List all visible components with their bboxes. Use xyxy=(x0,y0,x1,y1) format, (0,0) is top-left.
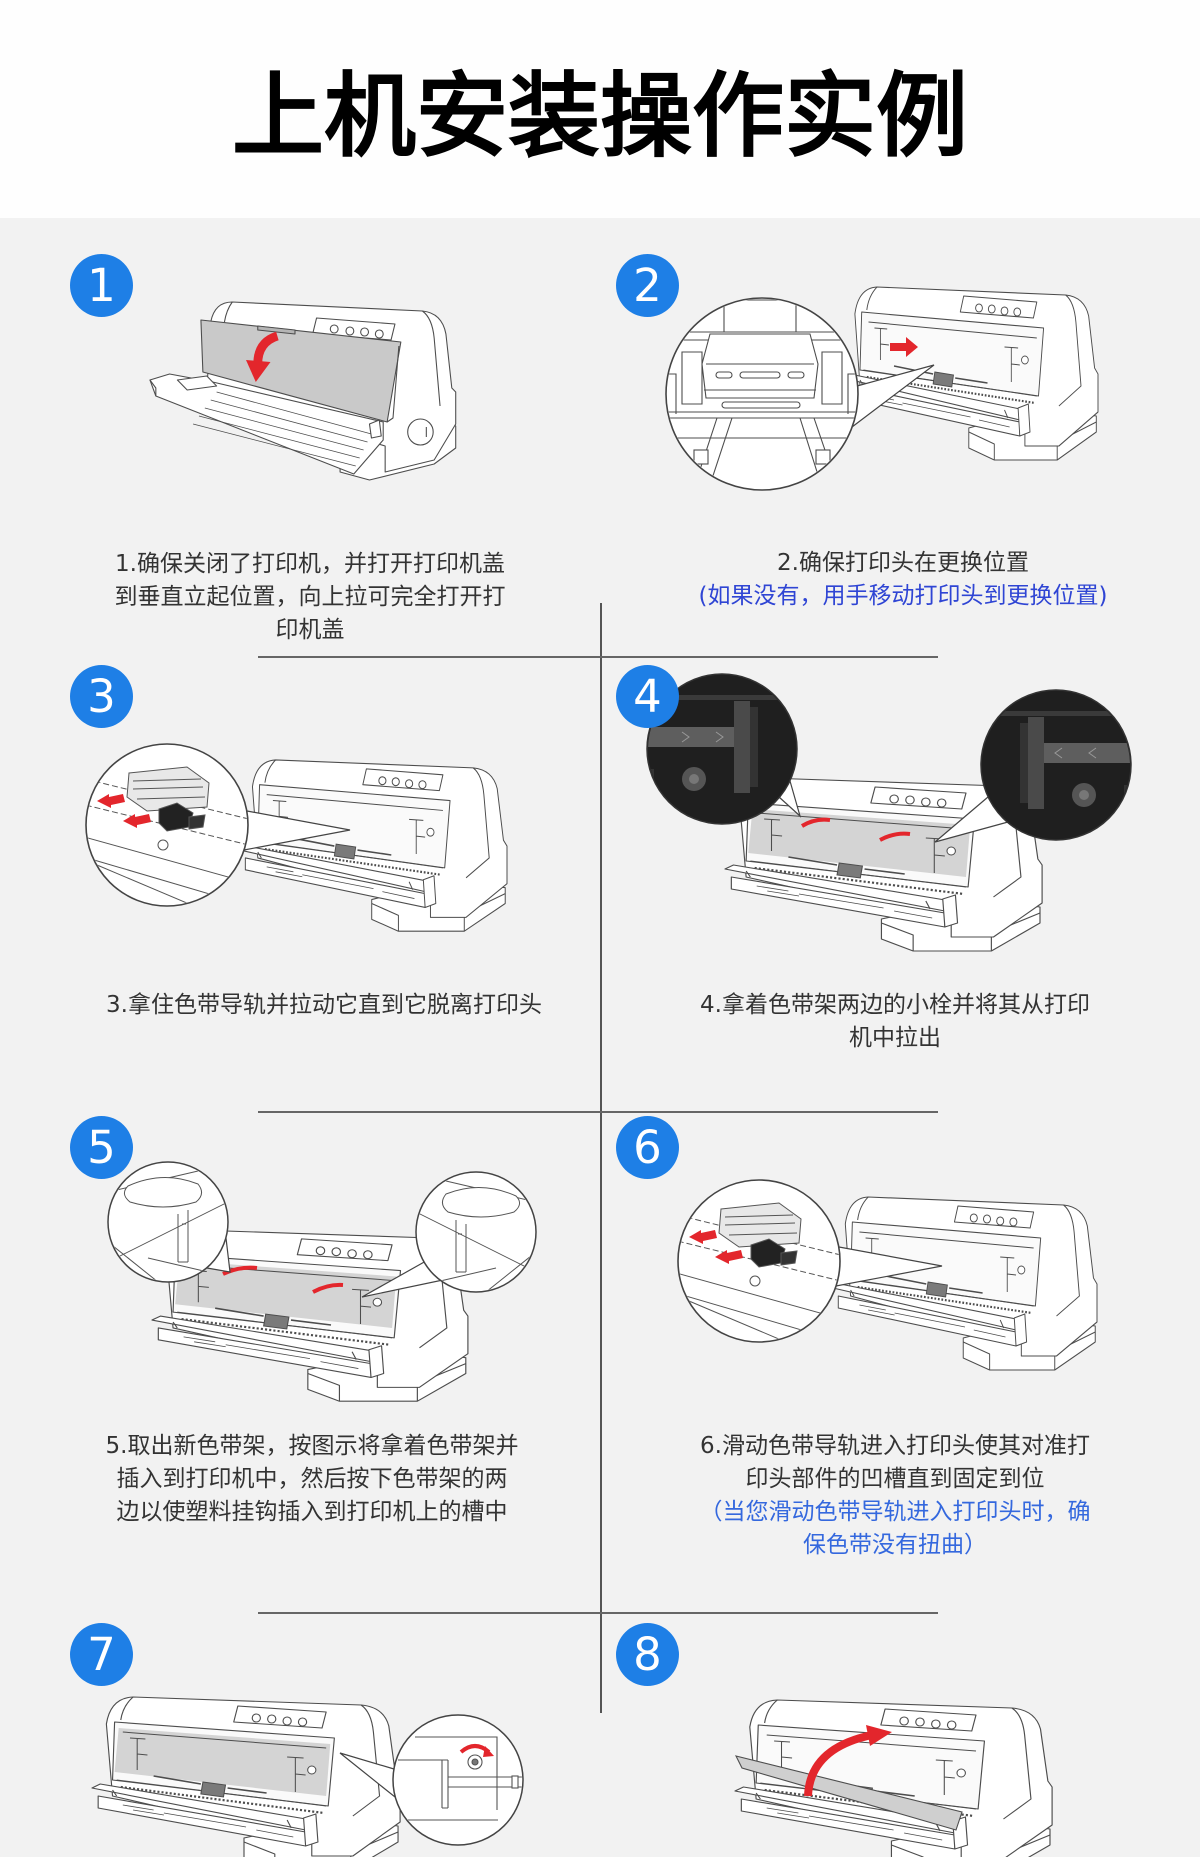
step-1-description: 1.确保关闭了打印机，并打开打印机盖 到垂直立起位置，向上拉可完全打开打 印机盖 xyxy=(60,548,560,647)
row-divider-3 xyxy=(258,1612,938,1614)
step-5-illustration xyxy=(108,1162,536,1402)
red-mark-left xyxy=(800,817,831,828)
vertical-divider xyxy=(600,603,602,1713)
print-head-magnifier-icon xyxy=(662,298,862,494)
step-badge-4: 4 xyxy=(616,665,679,728)
red-mark-left xyxy=(222,1265,258,1276)
step-1-line: 1.确保关闭了打印机，并打开打印机盖 xyxy=(115,551,505,577)
row-divider-1 xyxy=(258,656,938,658)
step-5-description: 5.取出新色带架，按图示将拿着色带架并 插入到打印机中，然后按下色带架的两 边以… xyxy=(62,1430,562,1529)
printer-cover-raised-icon xyxy=(150,302,456,480)
right-press-magnifier-icon xyxy=(416,1172,536,1292)
step-6-note: 保色带没有扭曲） xyxy=(803,1532,987,1558)
ribbon-guide-magnifier-icon xyxy=(77,744,257,925)
page-title: 上机安装操作实例 xyxy=(231,63,968,170)
step-3-line: 3.拿住色带导轨并拉动它直到它脱离打印头 xyxy=(106,992,542,1018)
step-4-line: 4.拿着色带架两边的小栓并将其从打印 xyxy=(700,992,1090,1018)
step-6-line: 印头部件的凹槽直到固定到位 xyxy=(745,1466,1045,1492)
red-arrowhead xyxy=(866,1725,892,1746)
page-header: 上机安装操作实例 xyxy=(0,0,1200,218)
step-1-line: 印机盖 xyxy=(275,617,345,643)
step-1-line: 到垂直立起位置，向上拉可完全打开打 xyxy=(114,584,506,610)
row-divider-2 xyxy=(258,1111,938,1113)
printer-icon xyxy=(239,759,508,932)
red-mark-right xyxy=(312,1282,344,1294)
tension-knob-magnifier-icon xyxy=(393,1715,524,1845)
step-1-illustration xyxy=(150,302,456,480)
step-6-illustration xyxy=(669,1180,1098,1371)
red-curved-arrow-icon xyxy=(804,1731,873,1797)
step-6-note: （当您滑动色带导轨进入打印头时，确 xyxy=(699,1499,1091,1525)
ribbon-guide-magnifier-icon xyxy=(669,1180,849,1361)
step-2-line: 2.确保打印头在更换位置 xyxy=(777,550,1029,576)
step-4-illustration xyxy=(642,674,1136,952)
step-4-line: 机中拉出 xyxy=(849,1025,941,1051)
step-badge-7: 7 xyxy=(70,1623,133,1686)
step-6-line: 6.滑动色带导轨进入打印头使其对准打 xyxy=(700,1433,1090,1459)
step-4-description: 4.拿着色带架两边的小栓并将其从打印 机中拉出 xyxy=(645,989,1145,1055)
closing-cover xyxy=(734,1755,963,1831)
step-5-line: 边以使塑料挂钩插入到打印机上的槽中 xyxy=(116,1499,508,1525)
step-5-line: 5.取出新色带架，按图示将拿着色带架并 xyxy=(105,1433,519,1459)
red-mark-right xyxy=(879,831,911,842)
printer-icon xyxy=(842,286,1099,461)
step-badge-8: 8 xyxy=(616,1623,679,1686)
step-badge-3: 3 xyxy=(70,665,133,728)
step-badge-2: 2 xyxy=(616,254,679,317)
step-5-line: 插入到打印机中，然后按下色带架的两 xyxy=(116,1466,508,1492)
left-press-magnifier-icon xyxy=(108,1162,228,1282)
step-2-note: (如果没有，用手移动打印头到更换位置) xyxy=(698,583,1108,609)
step-2-illustration xyxy=(662,286,1099,494)
step-3-description: 3.拿住色带导轨并拉动它直到它脱离打印头 xyxy=(74,989,574,1022)
step-2-description: 2.确保打印头在更换位置 (如果没有，用手移动打印头到更换位置) xyxy=(653,547,1153,613)
printer-icon xyxy=(91,1696,401,1857)
red-arrow-right-icon xyxy=(890,337,918,357)
step-7-illustration xyxy=(91,1696,524,1857)
step-badge-1: 1 xyxy=(70,254,133,317)
step-badge-6: 6 xyxy=(616,1116,679,1179)
printer-icon xyxy=(832,1196,1098,1371)
step-badge-5: 5 xyxy=(70,1116,133,1179)
step-8-illustration xyxy=(734,1699,1053,1857)
step-6-description: 6.滑动色带导轨进入打印头使其对准打 印头部件的凹槽直到固定到位 （当您滑动色带… xyxy=(645,1430,1145,1562)
step-3-illustration xyxy=(77,744,508,932)
